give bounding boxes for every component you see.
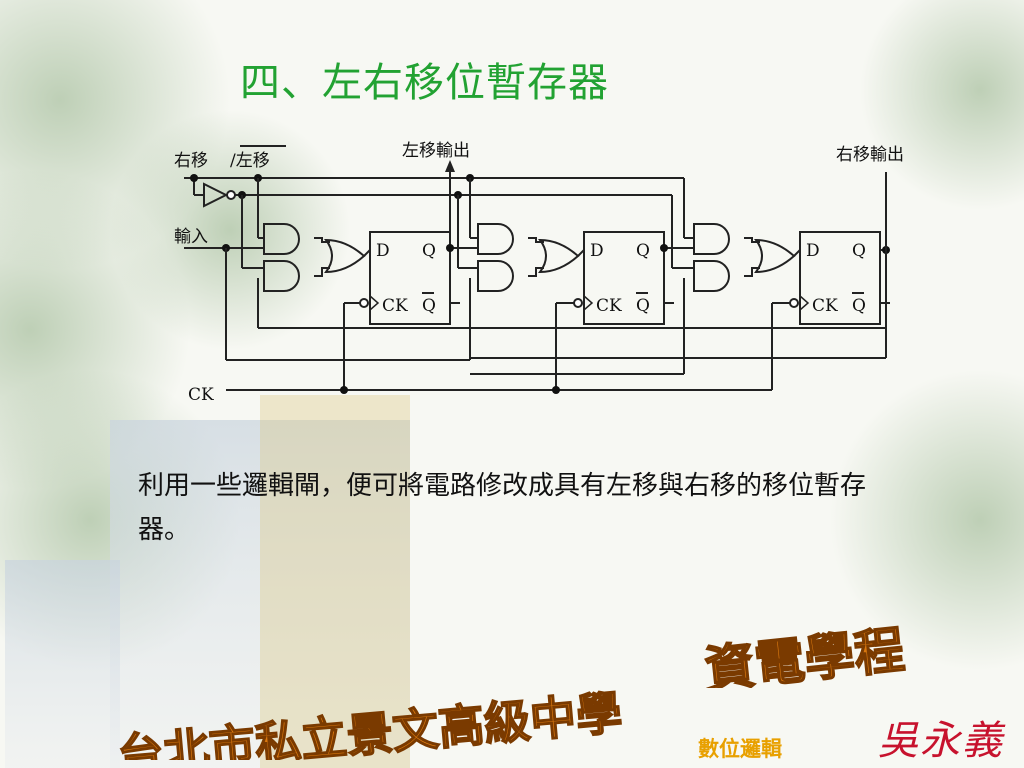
svg-text:CK: CK bbox=[812, 296, 838, 316]
and-gate-icon bbox=[477, 260, 514, 292]
and-gate-icon bbox=[263, 260, 300, 292]
svg-text:Q: Q bbox=[852, 296, 866, 316]
svg-text:D: D bbox=[590, 241, 604, 261]
svg-text:Q: Q bbox=[422, 241, 436, 261]
shift-register-diagram: 右移 /左移 左移輸出 右移輸出 輸入 CK D Q CK Q bbox=[174, 141, 904, 405]
and-gate-icon bbox=[263, 223, 300, 255]
or-gate-icon bbox=[538, 238, 580, 274]
label-left-output: 左移輸出 bbox=[402, 141, 470, 161]
svg-text:D: D bbox=[376, 241, 390, 261]
and-gate-icon bbox=[693, 223, 730, 255]
flipflop-3 bbox=[799, 231, 881, 325]
program-banner: 資電學程 bbox=[701, 620, 907, 688]
or-gate-icon bbox=[324, 238, 366, 274]
svg-text:Q: Q bbox=[636, 296, 650, 316]
author-name: 吳永義 bbox=[878, 718, 1004, 764]
stage-3: D Q CK Q bbox=[671, 178, 890, 325]
label-clock: CK bbox=[188, 385, 214, 405]
label-right-shift: 右移 bbox=[174, 151, 208, 171]
not-gate-icon bbox=[203, 182, 229, 208]
flipflop-2 bbox=[583, 231, 665, 325]
and-gate-icon bbox=[693, 260, 730, 292]
svg-text:Q: Q bbox=[422, 296, 436, 316]
course-name: 數位邏輯 bbox=[698, 737, 782, 761]
flipflop-1 bbox=[369, 231, 451, 325]
school-name-banner: 台北市私立景文高級中學 bbox=[115, 690, 625, 760]
label-right-output: 右移輸出 bbox=[836, 145, 904, 165]
svg-text:Q: Q bbox=[852, 241, 866, 261]
svg-text:CK: CK bbox=[596, 296, 622, 316]
label-left-shift: /左移 bbox=[230, 151, 270, 171]
stage-1: D Q CK Q bbox=[241, 178, 478, 325]
svg-text:D: D bbox=[806, 241, 820, 261]
svg-text:Q: Q bbox=[636, 241, 650, 261]
svg-text:台北市私立景文高級中學: 台北市私立景文高級中學 bbox=[115, 690, 624, 760]
stage-2: D Q CK Q bbox=[457, 178, 694, 325]
or-gate-icon bbox=[754, 238, 796, 274]
svg-text:CK: CK bbox=[382, 296, 408, 316]
and-gate-icon bbox=[477, 223, 514, 255]
label-input: 輸入 bbox=[174, 227, 208, 247]
svg-text:資電學程: 資電學程 bbox=[702, 621, 907, 688]
slide-body-text: 利用一些邏輯閘，便可將電路修改成具有左移與右移的移位暫存器。 bbox=[138, 471, 867, 545]
slide-title: 四、左右移位暫存器 bbox=[240, 60, 609, 106]
